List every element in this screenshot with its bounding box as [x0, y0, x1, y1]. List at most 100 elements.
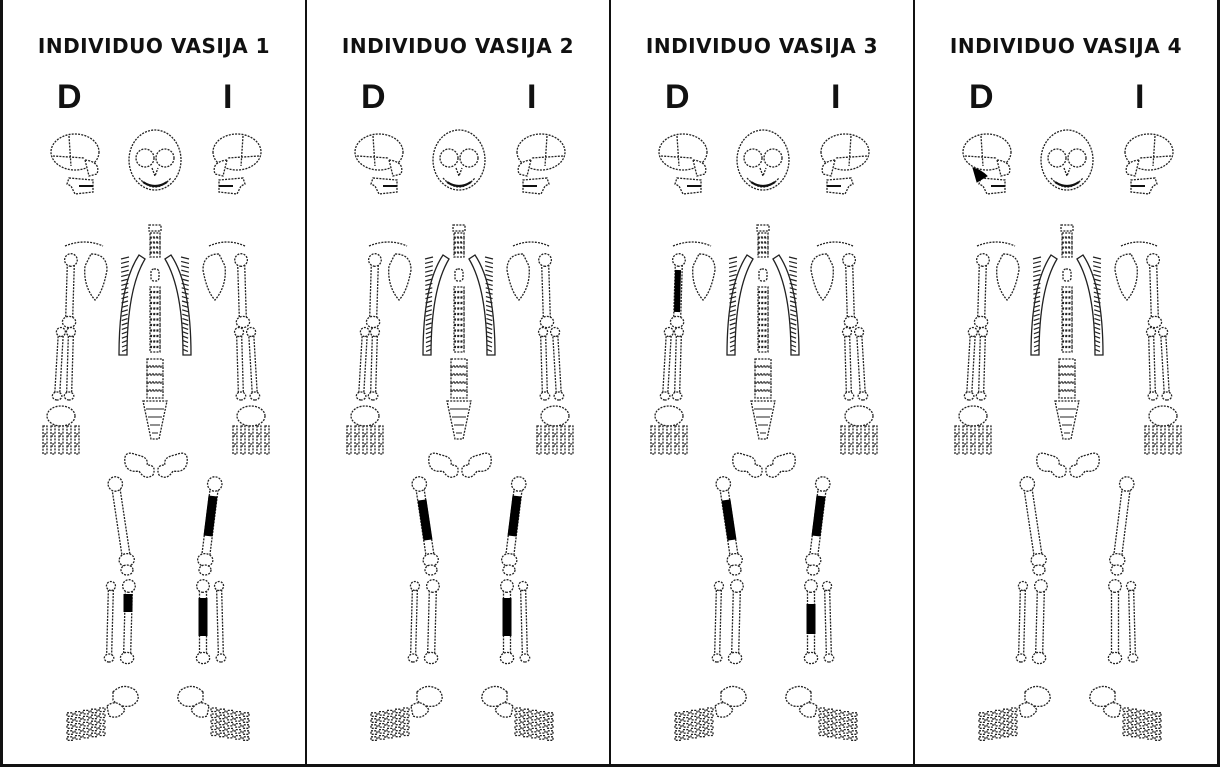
left-rib-cage: [165, 255, 191, 355]
right-scapula: [389, 254, 411, 300]
right-patella: [425, 565, 437, 575]
right-hip-bone: [125, 453, 154, 477]
right-hip-bone: [733, 453, 762, 477]
skeleton-diagram: [915, 0, 1217, 764]
left-femur-mark: [816, 496, 821, 536]
right-lateral-skull: [51, 134, 99, 194]
panel-vasija-1: INDIVIDUO VASIJA 1 D I: [3, 0, 305, 764]
left-femur-mark: [512, 496, 517, 536]
right-femur-mark: [726, 500, 732, 540]
left-foot: [1090, 686, 1161, 740]
left-lateral-skull: [213, 134, 261, 194]
left-radius: [842, 327, 854, 400]
right-rib-cage: [727, 255, 753, 355]
left-hand: [1145, 406, 1181, 454]
left-radius: [234, 327, 246, 400]
right-tibia: [1032, 580, 1048, 664]
left-clavicle: [1121, 242, 1157, 246]
right-femur: [1019, 476, 1047, 568]
right-hip-bone: [429, 453, 458, 477]
frontal-skull: [1041, 130, 1093, 190]
left-hand: [233, 406, 269, 454]
right-ulna: [368, 327, 380, 400]
vertebral-column: [447, 225, 471, 439]
left-scapula: [811, 254, 833, 300]
left-patella: [807, 565, 819, 575]
left-ulna: [1158, 327, 1172, 400]
right-hand: [43, 406, 79, 454]
left-ulna: [854, 327, 868, 400]
left-hip-bone: [1070, 453, 1099, 477]
right-humerus: [974, 254, 990, 328]
left-humerus: [842, 254, 858, 328]
right-humerus-mark: [677, 270, 678, 312]
right-tibia: [424, 580, 440, 664]
right-hip-bone: [1037, 453, 1066, 477]
right-radius: [356, 327, 370, 400]
left-humerus: [538, 254, 554, 328]
left-clavicle: [817, 242, 853, 246]
right-clavicle: [65, 242, 103, 246]
left-foot: [482, 686, 553, 740]
skeleton-diagram: [3, 0, 305, 764]
left-hand: [537, 406, 573, 454]
right-radius: [660, 327, 674, 400]
vertebral-column: [143, 225, 167, 439]
left-femur: [1109, 476, 1135, 567]
left-radius: [1146, 327, 1158, 400]
left-lateral-skull: [821, 134, 869, 194]
skeleton: [955, 130, 1181, 740]
vertebral-column: [1055, 225, 1079, 439]
right-humerus: [366, 254, 382, 328]
right-ulna: [672, 327, 684, 400]
right-femur-mark: [422, 500, 428, 540]
right-clavicle: [977, 242, 1015, 246]
left-patella: [503, 565, 515, 575]
right-fibula: [1016, 581, 1028, 662]
left-clavicle: [513, 242, 549, 246]
right-fibula: [408, 581, 420, 662]
right-scapula: [997, 254, 1019, 300]
right-tibia: [120, 580, 136, 664]
left-lateral-skull: [517, 134, 565, 194]
skeleton: [43, 130, 269, 740]
right-rib-cage: [1031, 255, 1057, 355]
left-fibula: [214, 581, 226, 662]
panel-vasija-4: INDIVIDUO VASIJA 4 D I: [913, 0, 1217, 764]
right-radius: [964, 327, 978, 400]
left-scapula: [1115, 254, 1137, 300]
left-foot: [178, 686, 249, 740]
left-foot: [786, 686, 857, 740]
right-foot: [67, 686, 138, 740]
left-rib-cage: [1077, 255, 1103, 355]
left-hip-bone: [158, 453, 187, 477]
right-patella: [729, 565, 741, 575]
right-lateral-skull: [963, 134, 1011, 194]
skeleton-diagram: [307, 0, 609, 764]
panel-vasija-2: INDIVIDUO VASIJA 2 D I: [305, 0, 609, 764]
left-scapula: [203, 254, 225, 300]
left-rib-cage: [469, 255, 495, 355]
left-fibula: [518, 581, 530, 662]
left-humerus: [1146, 254, 1162, 328]
left-hand: [841, 406, 877, 454]
right-humerus: [62, 254, 78, 328]
right-fibula: [104, 581, 116, 662]
right-scapula: [693, 254, 715, 300]
right-foot: [979, 686, 1050, 740]
right-patella: [121, 565, 133, 575]
frontal-skull: [433, 130, 485, 190]
left-fibula: [822, 581, 834, 662]
right-hand: [347, 406, 383, 454]
left-tibia: [1108, 580, 1121, 664]
left-clavicle: [209, 242, 245, 246]
right-clavicle: [673, 242, 711, 246]
left-scapula: [507, 254, 529, 300]
left-patella: [199, 565, 211, 575]
vertebral-column: [751, 225, 775, 439]
left-humerus: [234, 254, 250, 328]
left-hip-bone: [462, 453, 491, 477]
right-radius: [52, 327, 66, 400]
left-hip-bone: [766, 453, 795, 477]
